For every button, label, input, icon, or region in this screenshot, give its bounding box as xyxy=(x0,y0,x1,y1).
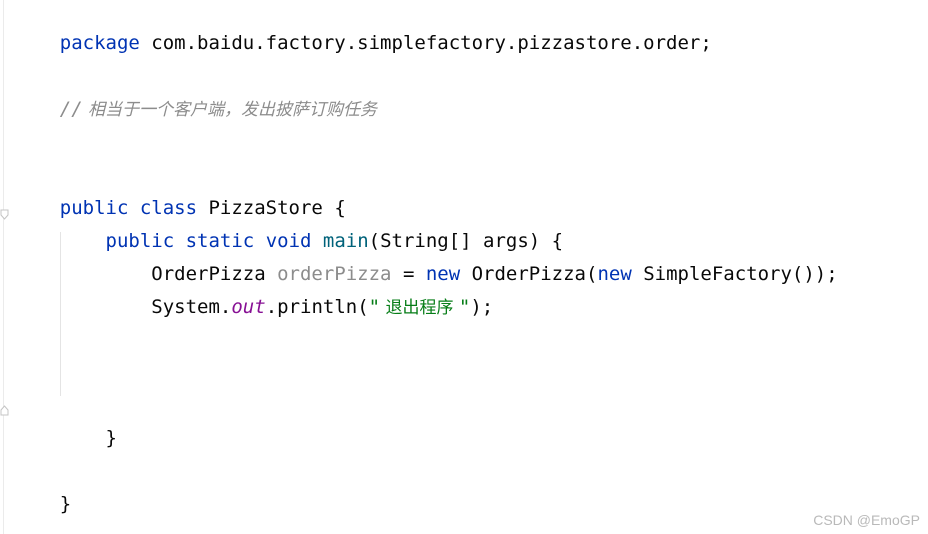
keyword-static: static xyxy=(174,230,255,252)
assign-op: = xyxy=(391,263,426,285)
gutter-divider xyxy=(3,0,4,534)
string-open-quote: " xyxy=(368,296,381,318)
comment-slashes: // xyxy=(59,98,83,120)
keyword-package: package xyxy=(59,32,140,54)
fold-close-icon[interactable] xyxy=(0,405,9,416)
package-path: com.baidu.factory.simplefactory.pizzasto… xyxy=(139,32,712,54)
println-call: .println( xyxy=(265,296,369,318)
code-line-comment[interactable]: // 相当于一个客户端，发出披萨订购任务 xyxy=(14,70,377,120)
code-line-close-main[interactable]: } xyxy=(14,399,117,449)
system-class: System. xyxy=(151,296,232,318)
code-line-main[interactable]: public static void main(String[] args) { xyxy=(14,202,564,252)
code-line-package[interactable]: package com.baidu.factory.simplefactory.… xyxy=(14,4,712,54)
constructor-arg: SimpleFactory()); xyxy=(631,263,838,285)
constructor-call: OrderPizza( xyxy=(460,263,598,285)
keyword-new: new xyxy=(597,263,632,285)
closing-brace: } xyxy=(59,427,117,449)
indent xyxy=(60,296,152,318)
string-close-quote: " xyxy=(458,296,471,318)
keyword-class: class xyxy=(128,197,198,219)
method-params: (String[] args) { xyxy=(368,230,564,252)
method-name: main xyxy=(311,230,369,252)
fold-open-icon[interactable] xyxy=(0,209,9,220)
keyword-public: public xyxy=(59,197,129,219)
code-line-close-class[interactable]: } xyxy=(14,465,71,515)
static-field-out: out xyxy=(231,296,266,318)
statement-end: ); xyxy=(470,296,494,318)
keyword-public: public xyxy=(105,230,175,252)
class-name: PizzaStore { xyxy=(197,197,346,219)
type-name: OrderPizza xyxy=(151,263,266,285)
code-line-class[interactable]: public class PizzaStore { xyxy=(14,169,346,219)
comment-text: 相当于一个客户端，发出披萨订购任务 xyxy=(82,100,378,120)
string-literal: 退出程序 xyxy=(380,298,459,318)
closing-brace: } xyxy=(59,493,72,515)
indent-guide xyxy=(60,232,61,396)
code-line-new-order[interactable]: OrderPizza orderPizza = new OrderPizza(n… xyxy=(14,235,837,285)
unused-variable: orderPizza xyxy=(265,263,392,285)
code-line-println[interactable]: System.out.println(" 退出程序 "); xyxy=(14,268,493,318)
watermark: CSDN @EmoGP xyxy=(813,512,920,528)
keyword-new: new xyxy=(425,263,461,285)
keyword-void: void xyxy=(254,230,312,252)
